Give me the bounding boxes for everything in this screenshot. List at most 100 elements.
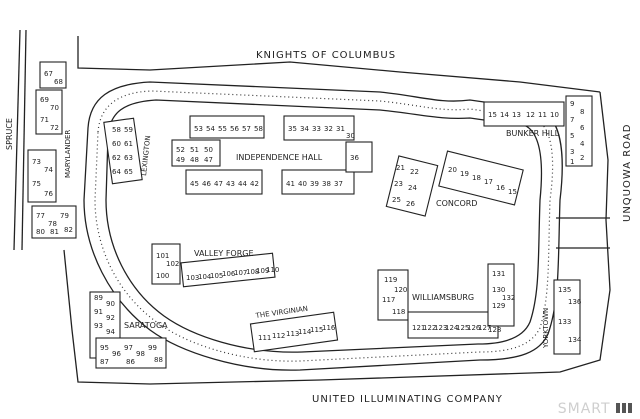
cluster-yorktown: 135 136 133 134 — [553, 279, 582, 355]
unit-label: 74 — [44, 166, 53, 174]
label-williamsburg: WILLIAMSBURG — [412, 293, 474, 302]
unit-label: 45 — [190, 180, 199, 188]
unit-label: 56 — [230, 125, 239, 133]
unit-label: 76 — [44, 190, 53, 198]
unit-label: 86 — [126, 358, 135, 366]
unit-label: 65 — [124, 168, 133, 176]
unit-label: 121 — [412, 324, 425, 332]
unit-label: 60 — [112, 140, 121, 148]
unit-label: 19 — [460, 170, 469, 178]
unit-label: 111 — [258, 334, 271, 342]
unit-label: 99 — [148, 344, 157, 352]
unit-label: 49 — [176, 156, 185, 164]
unit-label: 42 — [250, 180, 259, 188]
unit-label: 105 — [210, 272, 223, 280]
unit-label: 107 — [234, 269, 247, 277]
unit-label: 80 — [36, 228, 45, 236]
unit-label: 102 — [166, 260, 179, 268]
unit-label: 103 — [186, 274, 199, 282]
unit-label: 129 — [492, 302, 505, 310]
unit-label: 89 — [94, 294, 103, 302]
unit-label: 75 — [32, 180, 41, 188]
loop-road-inner — [105, 99, 543, 353]
unit-label: 106 — [222, 270, 236, 278]
unit-label: 91 — [94, 308, 103, 316]
unit-label: 79 — [60, 212, 69, 220]
unit-label: 97 — [124, 344, 133, 352]
unit-label: 44 — [238, 180, 247, 188]
unit-label: 109 — [256, 267, 269, 275]
unit-label: 57 — [242, 125, 251, 133]
unit-label: 114 — [298, 328, 312, 336]
unit-label: 100 — [156, 272, 169, 280]
unit-label: 52 — [176, 146, 185, 154]
unit-label: 18 — [472, 174, 481, 182]
unit-label: 34 — [300, 125, 309, 133]
unit-label: 9 — [570, 100, 574, 108]
unit-label: 81 — [50, 228, 59, 236]
unit-label: 15 — [488, 111, 497, 119]
unit-label: 21 — [396, 164, 405, 172]
unit-label: 82 — [64, 226, 73, 234]
unit-label: 72 — [50, 124, 59, 132]
unit-label: 3 — [570, 148, 574, 156]
unit-label: 98 — [136, 350, 145, 358]
unit-label: 136 — [568, 298, 582, 306]
unit-label: 41 — [286, 180, 295, 188]
unit-label: 70 — [50, 104, 59, 112]
unit-label: 39 — [310, 180, 319, 188]
unit-label: 22 — [410, 168, 419, 176]
unit-label: 59 — [124, 126, 133, 134]
unit-label: 11 — [538, 111, 547, 119]
unit-label: 33 — [312, 125, 321, 133]
cluster-valley-forge: 101 102 100 103 104 105 106 107 108 109 … — [151, 243, 279, 288]
property-boundary — [13, 29, 611, 385]
unit-label: 20 — [448, 166, 457, 174]
label-east-road: UNQUOWA ROAD — [622, 124, 633, 222]
unit-label: 132 — [502, 294, 515, 302]
unit-label: 47 — [204, 156, 213, 164]
unit-label: 13 — [512, 111, 521, 119]
watermark-text: SMART — [557, 401, 611, 417]
unit-label: 15 — [508, 188, 517, 196]
unit-label: 95 — [100, 344, 109, 352]
unit-label: 16 — [496, 184, 505, 192]
unit-label: 118 — [392, 308, 405, 316]
unit-label: 5 — [570, 132, 574, 140]
unit-label: 6 — [580, 124, 585, 132]
bars-icon — [616, 403, 634, 413]
unit-label: 104 — [198, 273, 212, 281]
cluster-the-virginian: 111 112 113 114 115 116 — [249, 311, 339, 353]
unit-label: 71 — [40, 116, 49, 124]
unit-label: 134 — [568, 336, 582, 344]
unit-label: 46 — [202, 180, 211, 188]
unit-label: 17 — [484, 178, 493, 186]
unit-label: 124 — [445, 324, 459, 332]
unit-label: 67 — [44, 70, 53, 78]
unit-label: 51 — [190, 146, 199, 154]
label-yorktown: YORKTOWN — [542, 308, 550, 349]
unit-label: 108 — [246, 268, 259, 276]
unit-label: 96 — [112, 350, 121, 358]
unit-label: 116 — [322, 324, 336, 332]
unit-label: 130 — [492, 286, 505, 294]
label-independence-hall: INDEPENDENCE HALL — [236, 153, 323, 162]
unit-label: 126 — [467, 324, 481, 332]
unit-label: 73 — [32, 158, 41, 166]
unit-label: 122 — [423, 324, 436, 332]
unit-label: 127 — [478, 324, 491, 332]
unit-label: 7 — [570, 116, 574, 124]
unit-label: 50 — [204, 146, 213, 154]
unit-label: 37 — [334, 180, 343, 188]
unit-label: 133 — [558, 318, 571, 326]
unit-label: 115 — [310, 326, 323, 334]
unit-label: 119 — [384, 276, 397, 284]
unit-label: 110 — [266, 266, 279, 274]
unit-label: 113 — [286, 330, 299, 338]
unit-label: 47 — [214, 180, 223, 188]
cluster-independence-hall: 53 54 55 56 57 58 52 51 50 49 48 47 35 3… — [171, 115, 373, 195]
unit-label: 36 — [350, 154, 359, 162]
unit-label: 128 — [488, 326, 501, 334]
label-south-boundary: UNITED ILLUMINATING COMPANY — [312, 394, 503, 405]
